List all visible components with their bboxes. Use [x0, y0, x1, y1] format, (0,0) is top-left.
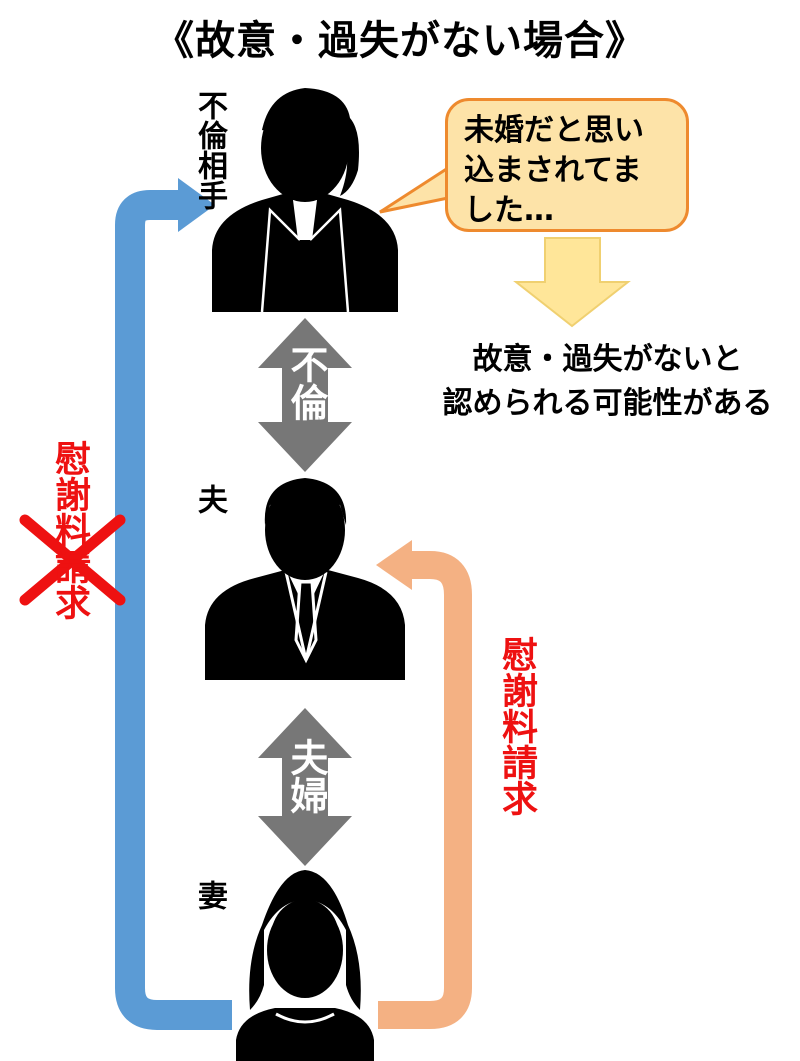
- note-line-2: 認められる可能性がある: [442, 386, 773, 421]
- note-text: 故意・過失がないと 認められる可能性がある: [420, 338, 795, 426]
- right-claim-label: 慰謝料請求: [496, 636, 537, 816]
- wife-silhouette-icon: [236, 870, 374, 1061]
- speech-bubble: 未婚だと思い 込まされてま した…: [445, 98, 689, 232]
- husband-label: 夫: [192, 484, 227, 514]
- lover-label: 不倫相手: [192, 90, 227, 210]
- married-label: 夫婦: [284, 738, 328, 814]
- lover-silhouette-icon: [212, 88, 398, 313]
- diagram-title: 《故意・過失がない場合》: [154, 18, 646, 64]
- married-double-arrow: [258, 708, 352, 866]
- speech-bubble-tail: [379, 165, 452, 214]
- yellow-down-arrow: [513, 237, 631, 328]
- left-claim-label: 慰謝料請求: [49, 440, 90, 620]
- husband-silhouette-icon: [205, 478, 405, 680]
- note-line-1: 故意・過失がないと: [472, 342, 743, 377]
- left-claim-arrow: [115, 178, 232, 1030]
- wife-label: 妻: [192, 880, 227, 910]
- affair-label: 不倫: [284, 345, 328, 421]
- affair-double-arrow: [258, 318, 352, 472]
- cross-mark-icon: [19, 514, 126, 606]
- right-claim-arrow: [376, 540, 472, 1029]
